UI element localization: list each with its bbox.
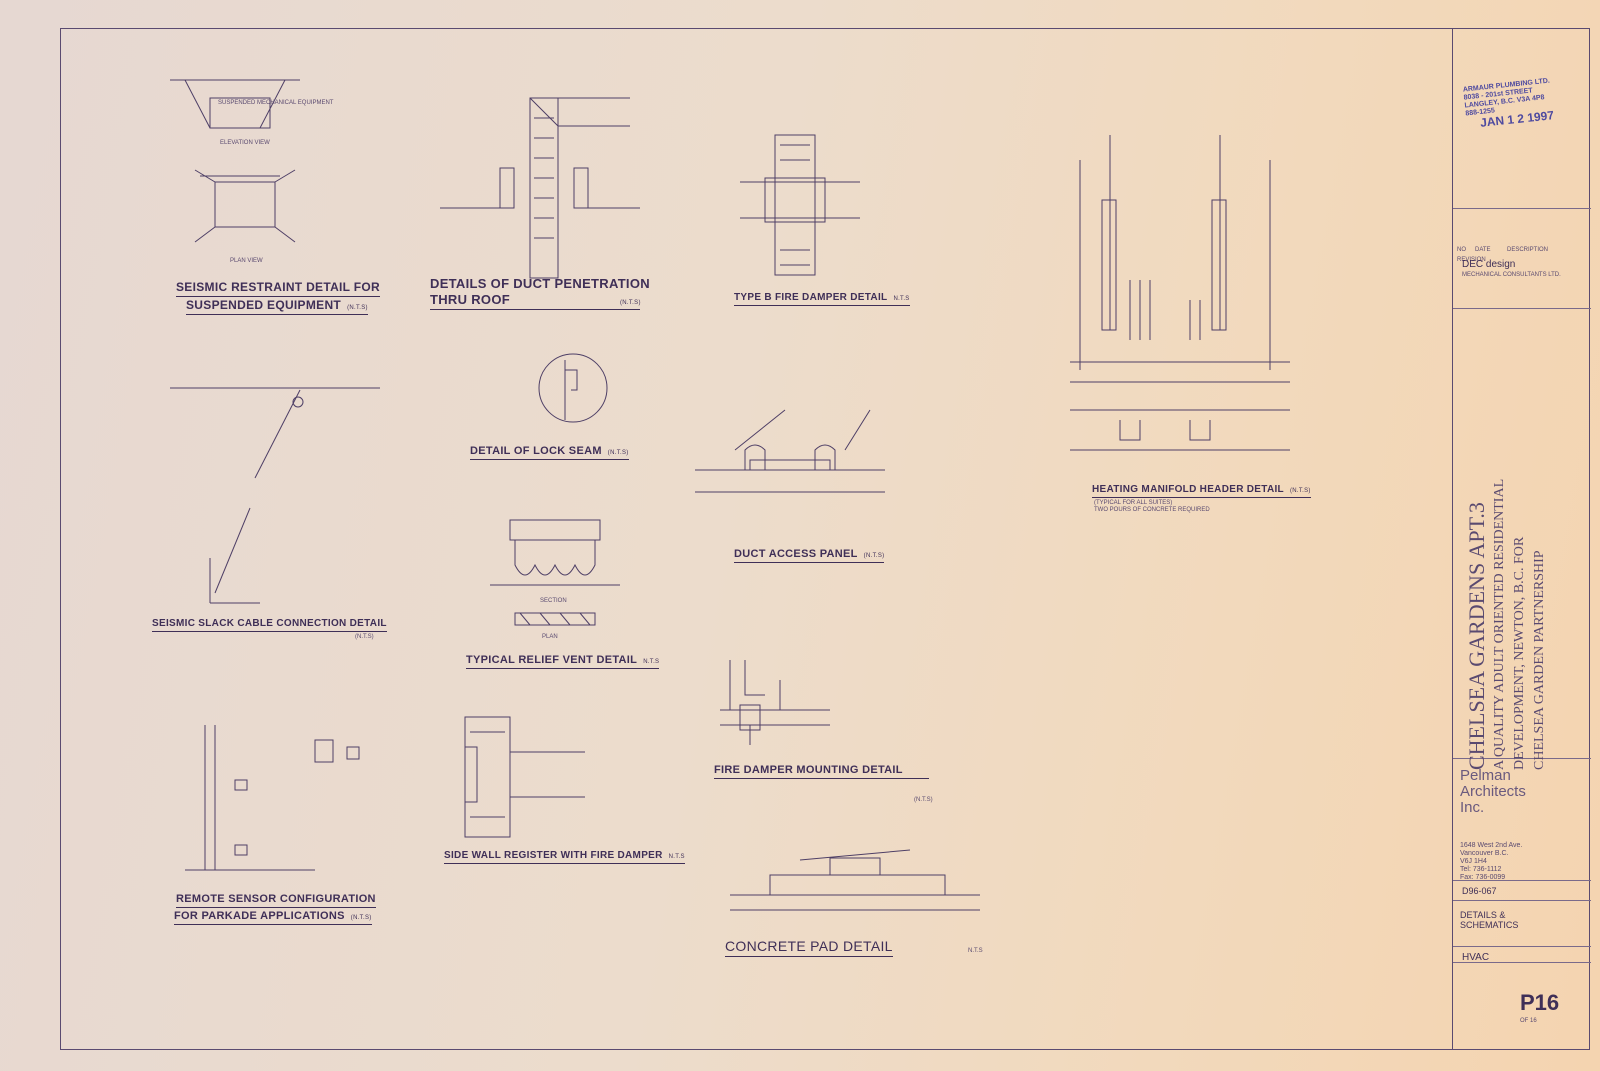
project-subtitle-2: DEVELOPMENT, NEWTON, B.C. FOR	[1512, 536, 1527, 770]
concrete-pad-title: CONCRETE PAD DETAIL	[725, 938, 893, 957]
drawing-title: DETAILS & SCHEMATICS	[1460, 910, 1519, 930]
concrete-pad-scale: N.T.S	[968, 948, 983, 954]
architect-address: 1648 West 2nd Ave. Vancouver B.C. V6J 1H…	[1460, 842, 1523, 881]
drawing-border	[60, 28, 1590, 1050]
seismic-restraint-drawing	[170, 79, 300, 243]
divider	[1453, 962, 1591, 963]
rev-col-description: DESCRIPTION	[1507, 247, 1549, 253]
discipline: HVAC	[1462, 952, 1490, 963]
heating-manifold-note-1: (TYPICAL FOR ALL SUITES)	[1094, 500, 1173, 506]
slack-cable-drawing	[170, 387, 380, 604]
lock-seam-title: DETAIL OF LOCK SEAM(N.T.S)	[470, 445, 629, 460]
consultant-sub: MECHANICAL CONSULTANTS LTD.	[1462, 272, 1561, 278]
divider	[1453, 308, 1591, 309]
equipment-label: SUSPENDED MECHANICAL EQUIPMENT	[218, 100, 334, 106]
project-subtitle-1: A QUALITY ADULT ORIENTED RESIDENTIAL	[1492, 478, 1507, 770]
duct-penetration-title: DETAILS OF DUCT PENETRATION	[430, 276, 650, 291]
side-wall-drawing	[464, 716, 585, 838]
project-title-block: CHELSEA GARDENS APT.3 A QUALITY ADULT OR…	[1462, 330, 1582, 770]
title-block: NO DATE DESCRIPTION REVISION	[1452, 28, 1591, 1050]
divider	[1453, 758, 1591, 759]
duct-access-title: DUCT ACCESS PANEL(N.T.S)	[734, 548, 885, 563]
relief-vent-drawing	[490, 519, 620, 626]
fire-damper-mount-drawing	[720, 660, 830, 745]
fire-damper-b-drawing	[740, 134, 860, 276]
concrete-pad-drawing	[730, 849, 980, 911]
seismic-restraint-title-2: SUSPENDED EQUIPMENT(N.T.S)	[186, 298, 368, 315]
duct-penetration-drawing	[440, 97, 640, 279]
slack-cable-scale: (N.T.S)	[355, 634, 374, 640]
rev-col-date: DATE	[1475, 247, 1491, 253]
lock-seam-drawing	[538, 353, 608, 423]
revision-header: REVISION	[1457, 257, 1486, 263]
divider	[1453, 900, 1591, 901]
consultant-name: DEC design	[1462, 259, 1516, 270]
elevation-view-label: ELEVATION VIEW	[220, 140, 270, 146]
divider	[1453, 946, 1591, 947]
concrete-pad-scale-top: (N.T.S)	[914, 797, 933, 803]
remote-sensor-title-2: FOR PARKADE APPLICATIONS(N.T.S)	[174, 910, 372, 925]
relief-vent-plan-label: PLAN	[542, 634, 558, 640]
architect-name: Pelman Architects Inc.	[1460, 767, 1526, 816]
sheet-number: P16	[1520, 990, 1560, 1015]
seismic-restraint-title: SEISMIC RESTRAINT DETAIL FOR	[176, 280, 380, 297]
divider	[1453, 880, 1591, 881]
duct-penetration-title-2: THRU ROOF(N.T.S)	[430, 292, 640, 310]
revision-block: NO DATE DESCRIPTION REVISION	[1453, 208, 1591, 278]
rev-col-no: NO	[1457, 247, 1466, 253]
plan-view-label: PLAN VIEW	[230, 258, 263, 264]
relief-vent-section-label: SECTION	[540, 598, 567, 604]
remote-sensor-title: REMOTE SENSOR CONFIGURATION	[176, 893, 376, 908]
heating-manifold-drawing	[1070, 135, 1290, 451]
project-subtitle-3: CHELSEA GARDEN PARTNERSHIP	[1532, 550, 1547, 770]
slack-cable-title: SEISMIC SLACK CABLE CONNECTION DETAIL	[152, 618, 387, 632]
heating-manifold-note-2: TWO POURS OF CONCRETE REQUIRED	[1094, 507, 1210, 513]
remote-sensor-drawing	[185, 725, 360, 871]
sheet-of: OF 16	[1520, 1018, 1537, 1024]
project-number: D96-067	[1462, 886, 1497, 896]
fire-damper-mount-title: FIRE DAMPER MOUNTING DETAIL	[714, 764, 929, 779]
heating-manifold-title: HEATING MANIFOLD HEADER DETAIL(N.T.S)	[1092, 484, 1311, 498]
project-title: CHELSEA GARDENS APT.3	[1464, 502, 1489, 770]
duct-access-drawing	[695, 409, 885, 493]
